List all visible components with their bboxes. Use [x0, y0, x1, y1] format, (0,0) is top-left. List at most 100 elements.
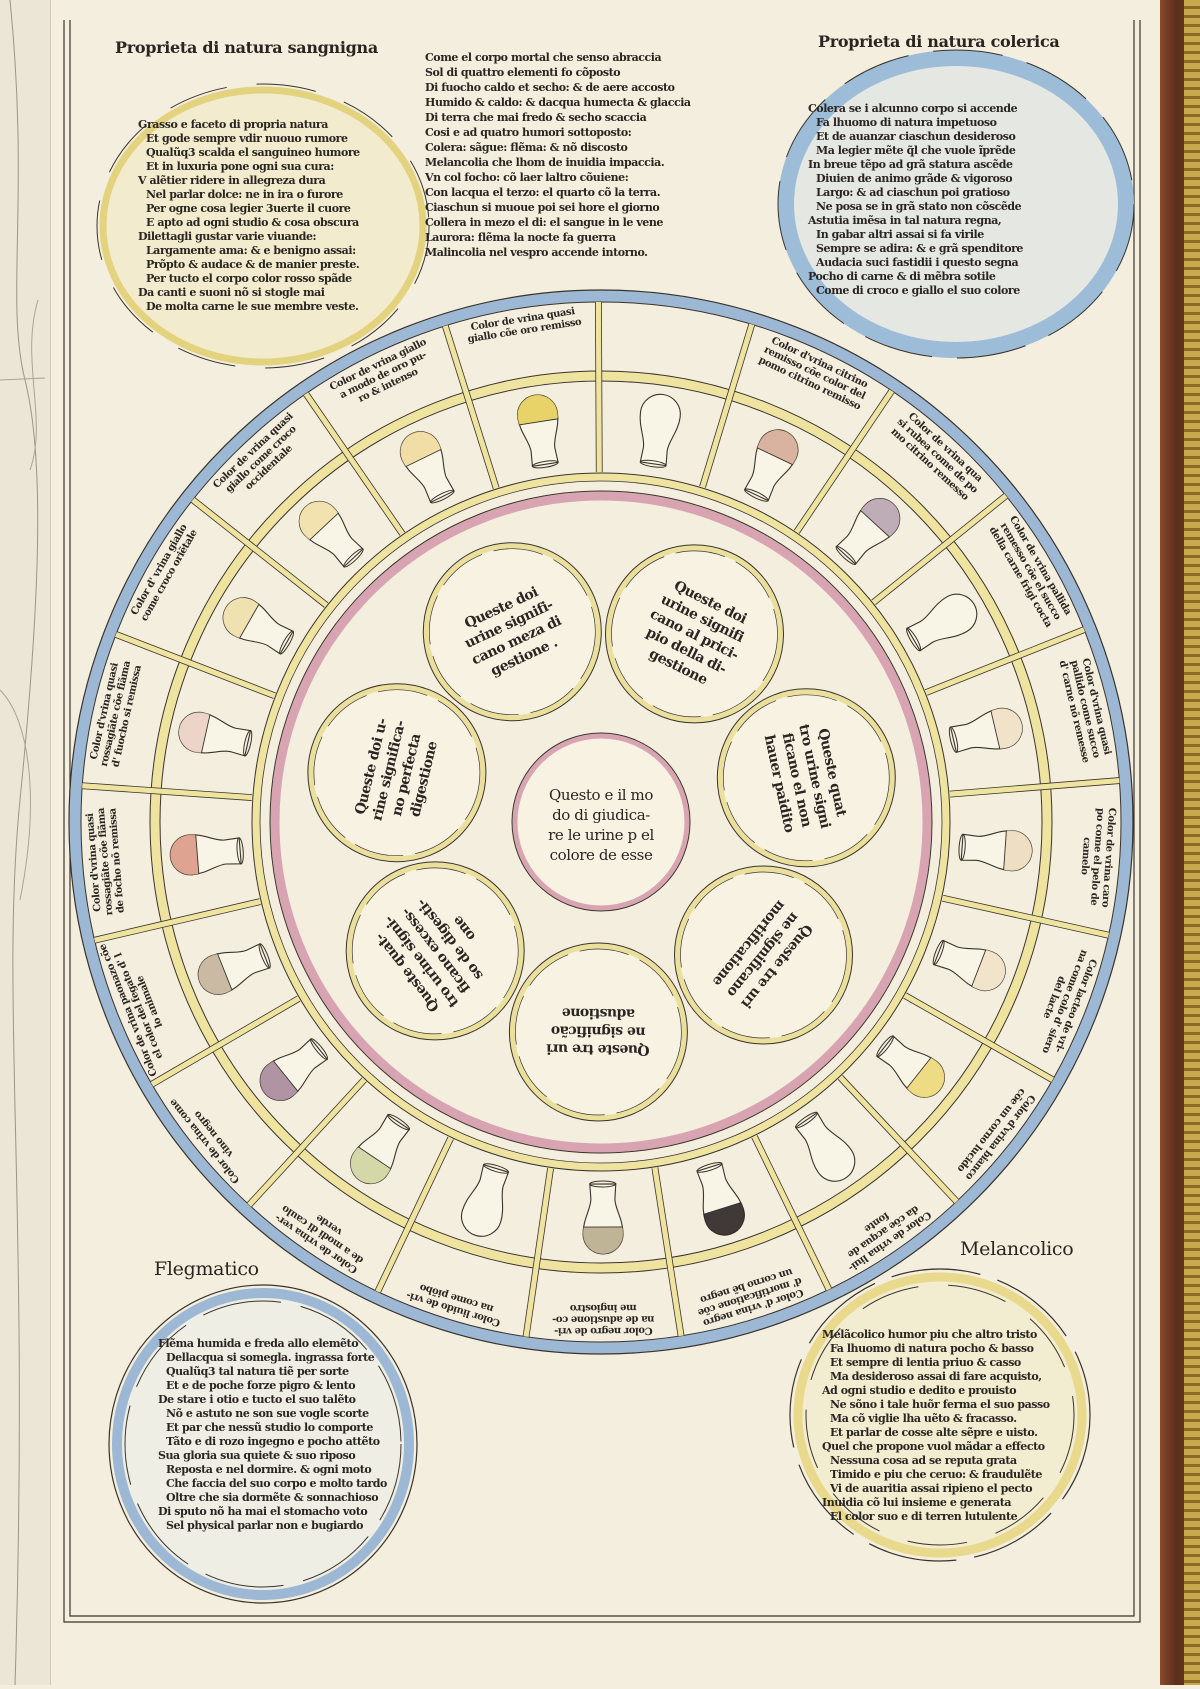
- verse-line: Di terra che mai fredo & secho scaccia: [425, 110, 691, 125]
- verse-line: Et in luxuria pone ogni sua cura:: [138, 160, 360, 174]
- urine-flask-icon: [958, 827, 1034, 872]
- verse-line: Di fuocho caldo et secho: & de aere acco…: [425, 80, 691, 95]
- urine-flask-icon: [216, 590, 299, 661]
- segment-divider: [942, 895, 1109, 938]
- verse-line: Qualũq3 scalda el sanguineo humore: [138, 146, 360, 160]
- verse-line: Vi de auaritia assai ripieno el pecto: [822, 1482, 1050, 1496]
- verse-line: Nessuna cosa ad se reputa grata: [822, 1454, 1050, 1468]
- center-circle: Questo e il modo di giudica-re le urine …: [512, 733, 690, 911]
- verse-line: Come di croco e giallo el suo colore: [808, 284, 1023, 298]
- segment-divider: [523, 1168, 553, 1337]
- urine-flask-icon: [252, 1032, 334, 1109]
- verse-line: Nel parlar dolce: ne in ira o furore: [138, 188, 360, 202]
- verse-line: Cosi e ad quatro humori sottoposto:: [425, 125, 691, 140]
- center-text-line: re le urine p el: [548, 826, 654, 844]
- verse-line: Audacia suci fastidii i questo segna: [808, 256, 1023, 270]
- urine-flask-icon: [583, 1181, 623, 1254]
- verse-line: Et par che nessũ studio lo comporte: [158, 1421, 387, 1435]
- center-text-line: do di giudica-: [552, 806, 650, 824]
- verse-line: Collera in mezo el di: el sangue in le v…: [425, 215, 691, 230]
- urine-flask-icon: [515, 392, 566, 470]
- center-text-line: colore de esse: [550, 846, 653, 864]
- segment-divider: [950, 778, 1120, 798]
- urine-flask-icon: [169, 831, 245, 877]
- verse-line: Per tucto el corpo color rosso spãde: [138, 272, 360, 286]
- verse-line: Ma cõ viglie lha uẽto & fracasso.: [822, 1412, 1050, 1426]
- verse-line: Ne posa se in grã stato non cõscẽde: [808, 200, 1023, 214]
- verse-line: Oltre che sia dormẽte & sonnachioso: [158, 1491, 387, 1505]
- verse-line: Nõ e astuto ne son sue vogle scorte: [158, 1407, 387, 1421]
- verse-line: Et sempre di lentia priuo & casso: [822, 1356, 1050, 1370]
- verse-line: Prõpto & audace & de manier preste.: [138, 258, 360, 272]
- verse-line: Fa lhuomo di natura pocho & basso: [822, 1342, 1050, 1356]
- verse-line: Largamente ama: & e benigno assai:: [138, 244, 360, 258]
- urine-flask-icon: [929, 933, 1012, 997]
- verse-line: Et de auanzar ciaschun desideroso: [808, 130, 1023, 144]
- title-sanguine: Proprieta di natura sangnigna: [115, 38, 378, 57]
- urine-flask-icon: [291, 493, 370, 574]
- title-phlegmatic: Flegmatico: [154, 1258, 259, 1280]
- urine-segment: Color negro de vri-na de adustione co-me…: [552, 1181, 655, 1337]
- verse-line: Laurora: flẽma la nocte fa guerra: [425, 230, 691, 245]
- segment-label-line: camelo: [1078, 837, 1092, 876]
- verse-line: Flẽma humida e freda allo elemẽto: [158, 1337, 387, 1351]
- verse-line: E apto ad ogni studio & cosa obscura: [138, 216, 360, 230]
- verse-line: Colera: sãgue: flẽma: & nõ discosto: [425, 140, 691, 155]
- urine-flask-icon: [946, 704, 1026, 760]
- verse-line: V alẽtier ridere in allegreza dura: [138, 174, 360, 188]
- urine-flask-icon: [901, 587, 984, 658]
- verse-line: Pocho di carne & di mẽbra sotile: [808, 270, 1023, 284]
- verse-line: De molta carne le sue membre veste.: [138, 300, 360, 314]
- diagnosis-circle: Queste quat-tro urine signi-ficano exces…: [346, 862, 524, 1040]
- urine-flask-icon: [870, 1029, 952, 1106]
- diagnosis-text-line: Queste tre uri: [546, 1040, 649, 1057]
- verse-line: Sempre se adira: & e grã spenditore: [808, 242, 1023, 256]
- verse-line: Melancolia che lhom de inuidia impaccia.: [425, 155, 691, 170]
- verse-line: Inuidia cõ lui insieme e generata: [822, 1496, 1050, 1510]
- verse-line: Sol di quattro elementi fo cõposto: [425, 65, 691, 80]
- verse-line: Ne sõno i tale huõr ferma el suo passo: [822, 1398, 1050, 1412]
- urine-flask-icon: [689, 1159, 749, 1241]
- verse-line: Colera se i alcunno corpo si accende: [808, 102, 1023, 116]
- verse-line: Da canti e suoni nõ si stogle mai: [138, 286, 360, 300]
- verse-line: Diuien de animo grãde & vigoroso: [808, 172, 1023, 186]
- segment-divider: [82, 783, 252, 801]
- verse-line: Et gode sempre vdir nuouo rumore: [138, 132, 360, 146]
- verse-line: Vn col focho: cõ laer laltro cõuiene:: [425, 170, 691, 185]
- title-choleric: Proprieta di natura colerica: [818, 32, 1059, 51]
- segment-label-line: cõe un corno lucido: [954, 1086, 1027, 1174]
- verse-line: Come el corpo mortal che senso abraccia: [425, 50, 691, 65]
- verse-line: De stare i otio e tucto el suo talẽto: [158, 1393, 387, 1407]
- diagnosis-circle: Queste doi u-rine significa-no perfectad…: [308, 684, 486, 862]
- verse-line: Dellacqua si somegla. ingrassa forte: [158, 1351, 387, 1365]
- verse-line: Qualũq3 tal natura tiẽ per sorte: [158, 1365, 387, 1379]
- urine-flask-icon: [633, 392, 683, 470]
- verse-line: Grasso e faceto di propria natura: [138, 118, 360, 132]
- segment-label-line: Color negro de vri-: [554, 1325, 652, 1336]
- diagnosis-text-line: adustione: [562, 1005, 635, 1022]
- segment-label-line: si rubea come de po: [895, 416, 980, 496]
- title-melancholic: Melancolico: [960, 1238, 1073, 1260]
- verse-line: Ma legier mẽte q̃l che vuole ĩprẽde: [808, 144, 1023, 158]
- verse-line: In breue tẽpo ad grã statura ascẽde: [808, 158, 1023, 172]
- urine-flask-icon: [343, 1108, 417, 1191]
- verse-line: Ma desideroso assai di fare acquisto,: [822, 1370, 1050, 1384]
- verse-line: Largo: & ad ciaschun poi gratioso: [808, 186, 1023, 200]
- segment-divider: [595, 302, 602, 472]
- diagnosis-text-line: ne significão: [551, 1022, 646, 1040]
- verse-line: Di sputo nõ ha mai el stomacho voto: [158, 1505, 387, 1519]
- verse-line: In gabar altri assai si fa virile: [808, 228, 1023, 242]
- urine-segment: Color liuido de vri-na come piõbo: [405, 1151, 544, 1328]
- verse-line: Ciaschun si muoue poi sei hore el giorno: [425, 200, 691, 215]
- verse-line: Timido e piu che ceruo: & fraudulẽte: [822, 1468, 1050, 1482]
- verse-line: Fa lhuomo di natura impetuoso: [808, 116, 1023, 130]
- segment-label-line: me ingiostro: [569, 1302, 636, 1313]
